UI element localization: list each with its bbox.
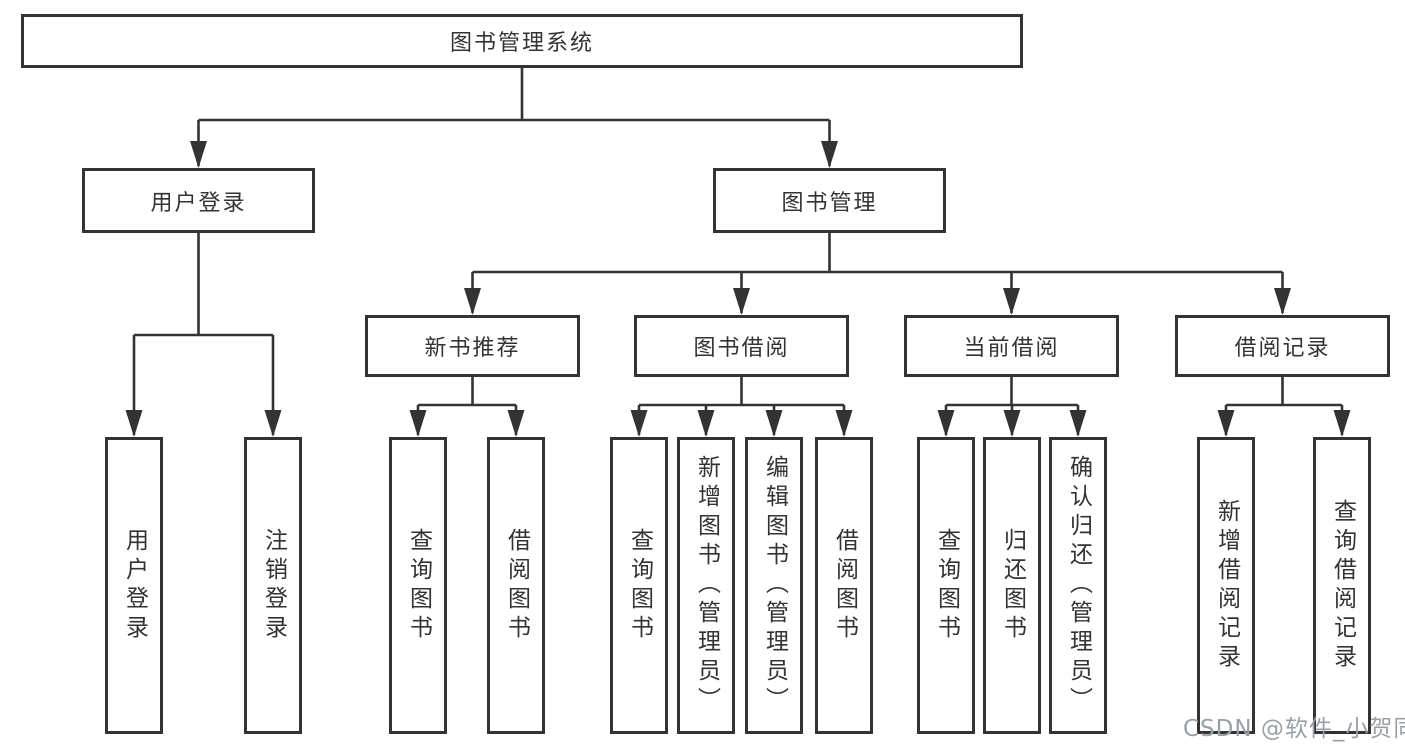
arrow-icon — [697, 410, 715, 437]
node-label: 图书管理 — [781, 190, 878, 216]
arrow-icon — [1333, 410, 1351, 437]
arrow-icon — [409, 410, 427, 437]
arrow-icon — [1217, 410, 1235, 437]
arrow-icon — [733, 288, 750, 315]
node-library-management-system: 图书管理系统 — [21, 14, 1023, 68]
leaf-label: 查询图书 — [626, 527, 653, 644]
connector-lines — [132, 68, 1344, 435]
leaf-add-books-admin: 新增图书（管理员） — [677, 437, 735, 734]
node-label: 新书推荐 — [424, 336, 521, 361]
leaf-label: 借阅图书 — [503, 527, 530, 644]
node-label: 当前借阅 — [963, 336, 1060, 361]
leaf-label: 用户登录 — [121, 527, 148, 644]
leaf-label: 新增图书（管理员） — [693, 455, 720, 716]
leaf-borrow-books-recommend: 借阅图书 — [487, 437, 545, 734]
leaf-label: 确认归还（管理员） — [1065, 455, 1092, 716]
arrow-icon — [1003, 410, 1021, 437]
node-borrowing-records: 借阅记录 — [1175, 315, 1390, 377]
leaf-confirm-return-admin: 确认归还（管理员） — [1049, 437, 1107, 734]
leaf-label: 归还图书 — [999, 527, 1026, 644]
leaf-label: 借阅图书 — [831, 527, 858, 644]
leaf-label: 编辑图书（管理员） — [761, 455, 788, 716]
arrow-icon — [1003, 288, 1020, 315]
arrow-icon — [1069, 410, 1087, 437]
arrow-icon — [937, 410, 955, 437]
node-label: 用户登录 — [150, 190, 247, 216]
node-book-borrowing: 图书借阅 — [634, 315, 849, 377]
arrow-icon — [821, 141, 838, 168]
leaf-label: 注销登录 — [260, 527, 287, 644]
node-book-management: 图书管理 — [713, 168, 946, 233]
node-label: 借阅记录 — [1234, 336, 1331, 361]
arrow-icon — [264, 410, 282, 437]
leaf-borrow-books: 借阅图书 — [815, 437, 873, 734]
node-label: 图书管理系统 — [449, 31, 594, 56]
leaf-query-books-recommend: 查询图书 — [389, 437, 447, 734]
node-current-borrowing: 当前借阅 — [904, 315, 1119, 377]
node-label: 图书借阅 — [693, 336, 790, 361]
arrowheads — [125, 141, 1351, 437]
leaf-query-books-current: 查询图书 — [917, 437, 975, 734]
leaf-user-login: 用户登录 — [105, 437, 163, 734]
arrow-icon — [835, 410, 853, 437]
node-user-login: 用户登录 — [82, 168, 315, 233]
leaf-label: 新增借阅记录 — [1213, 498, 1240, 673]
leaf-label: 查询借阅记录 — [1329, 498, 1356, 673]
leaf-query-borrow-record: 查询借阅记录 — [1313, 437, 1371, 734]
leaf-logout: 注销登录 — [244, 437, 302, 734]
arrow-icon — [190, 141, 207, 168]
leaf-edit-books-admin: 编辑图书（管理员） — [745, 437, 803, 734]
leaf-add-borrow-record: 新增借阅记录 — [1197, 437, 1255, 734]
csdn-watermark: CSDN @软件_小贺同学 — [1183, 716, 1405, 742]
leaf-label: 查询图书 — [405, 527, 432, 644]
leaf-query-books-borrow: 查询图书 — [610, 437, 668, 734]
arrow-icon — [125, 410, 143, 437]
node-new-book-recommendation: 新书推荐 — [365, 315, 580, 377]
arrow-icon — [630, 410, 648, 437]
leaf-return-books: 归还图书 — [983, 437, 1041, 734]
arrow-icon — [1274, 288, 1291, 315]
leaf-label: 查询图书 — [933, 527, 960, 644]
arrow-icon — [464, 288, 481, 315]
arrow-icon — [765, 410, 783, 437]
arrow-icon — [507, 410, 525, 437]
